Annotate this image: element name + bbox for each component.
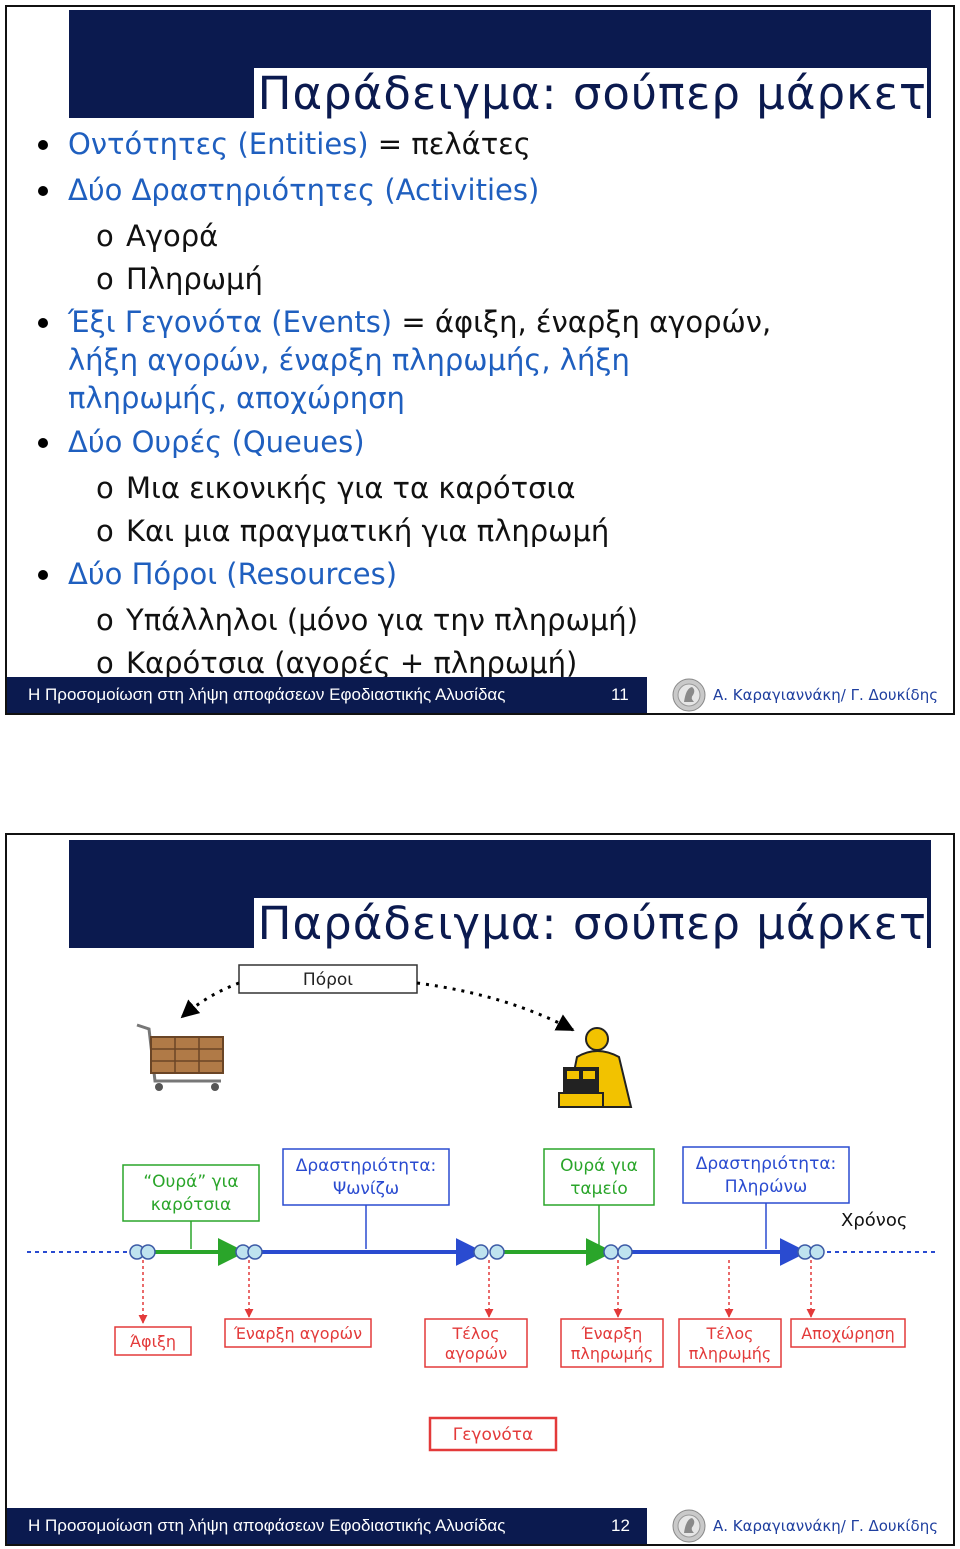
bullet-events: Έξι Γεγονότα (Events) = άφιξη, έναρξη αγ…: [7, 303, 947, 417]
bullet-continuation: πληρωμής, αποχώρηση: [68, 381, 405, 415]
sub-bullet-payment: o Πληρωμή: [7, 260, 947, 298]
event-end-payment-box: Τέλος πληρωμής: [678, 1318, 782, 1368]
bullet-entities: Οντότητες (Entities) = πελάτες: [7, 125, 947, 163]
page-number: 12: [611, 1516, 630, 1535]
slide-title: Παράδειγμα: σούπερ μάρκετ: [253, 898, 927, 950]
queue-cashier-label-2: ταμείο: [570, 1179, 628, 1199]
time-label: Χρόνος: [841, 1210, 907, 1231]
sub-bullet-text: Υπάλληλοι (μόνο για την πληρωμή): [126, 603, 639, 637]
bullet-dot: [38, 186, 48, 196]
bullet-text: Έξι Γεγονότα (Events): [68, 305, 393, 339]
sub-bullet-marker: o: [96, 646, 114, 680]
activity-shop-label-1: Δραστηριότητα:: [296, 1156, 437, 1176]
resource-arrow-cashier: [416, 981, 575, 1032]
bullet-dot: [38, 140, 48, 150]
bullet-list: Οντότητες (Entities) = πελάτες Δύο Δραστ…: [7, 125, 947, 687]
title-bar: Παράδειγμα: σούπερ μάρκετ: [69, 840, 931, 950]
sub-bullet-text: Και μια πραγματική για πληρωμή: [126, 514, 610, 548]
bullet-activities: Δύο Δραστηριότητες (Activities): [7, 171, 947, 209]
event-start-shopping-label: Έναρξη αγορών: [233, 1324, 362, 1343]
event-end-payment-label-1: Τέλος: [705, 1324, 753, 1343]
timeline: [27, 1245, 937, 1259]
footer-course-title: Η Προσομοίωση στη λήψη αποφάσεων Εφοδιασ…: [28, 685, 506, 704]
sub-bullet-text: Αγορά: [126, 219, 219, 253]
activity-shop-box: Δραστηριότητα: Ψωνίζω: [282, 1148, 450, 1206]
title-bar: Παράδειγμα: σούπερ μάρκετ: [69, 10, 931, 120]
event-start-shopping-box: Έναρξη αγορών: [224, 1318, 372, 1348]
queue-cart-box: “Ουρά” για καρότσια: [122, 1164, 260, 1222]
supermarket-diagram: Πόροι “Ουρά” για καρ: [27, 964, 937, 1452]
bullet-dot: [38, 318, 48, 328]
sub-bullet-real-queue: o Και μια πραγματική για πληρωμή: [7, 512, 947, 550]
queue-cashier-box: Ουρά για ταμείο: [543, 1148, 655, 1206]
event-end-shopping-label-2: αγορών: [445, 1344, 507, 1363]
event-start-payment-box: Έναρξη πληρωμής: [560, 1318, 664, 1368]
bullet-dot: [38, 438, 48, 448]
event-arrival-box: Άφιξη: [114, 1326, 192, 1356]
bullet-dot: [38, 570, 48, 580]
queue-cart-label-1: “Ουρά” για: [143, 1172, 238, 1192]
sub-bullet-marker: o: [96, 262, 114, 296]
resource-arrow-cart: [180, 981, 240, 1019]
event-start-payment-label-2: πληρωμής: [571, 1344, 654, 1363]
logo-icon: [672, 678, 706, 712]
events-legend-label: Γεγονότα: [453, 1425, 533, 1445]
sub-bullet-purchase: o Αγορά: [7, 217, 947, 255]
bullet-text: Δύο Ουρές (Queues): [68, 425, 365, 459]
footer-bar: Η Προσομοίωση στη λήψη αποφάσεων Εφοδιασ…: [7, 1508, 647, 1544]
event-end-shopping-box: Τέλος αγορών: [424, 1318, 528, 1368]
bullet-text: Οντότητες (Entities): [68, 127, 369, 161]
cashier-icon: [558, 1027, 633, 1108]
bullet-tail: = πελάτες: [368, 127, 531, 161]
sub-bullet-text: Μια εικονικής για τα καρότσια: [126, 471, 576, 505]
footer-bar: Η Προσομοίωση στη λήψη αποφάσεων Εφοδιασ…: [7, 677, 647, 713]
logo-icon: [672, 1509, 706, 1543]
sub-bullet-text: Καρότσια (αγορές + πληρωμή): [126, 646, 578, 680]
bullet-text: Δύο Πόροι (Resources): [68, 557, 398, 591]
sub-bullet-carts: o Καρότσια (αγορές + πληρωμή): [7, 644, 947, 682]
slide-footer: Η Προσομοίωση στη λήψη αποφάσεων Εφοδιασ…: [7, 677, 953, 713]
sub-bullet-marker: o: [96, 219, 114, 253]
bullet-continuation: λήξη αγορών, έναρξη πληρωμής, λήξη: [68, 343, 630, 377]
activity-pay-label-1: Δραστηριότητα:: [696, 1154, 837, 1174]
shopping-cart-icon: [136, 1023, 224, 1091]
footer-course-title: Η Προσομοίωση στη λήψη αποφάσεων Εφοδιασ…: [28, 1516, 506, 1535]
event-start-payment-label-1: Έναρξη: [581, 1324, 643, 1343]
slide-11: Παράδειγμα: σούπερ μάρκετ Οντότητες (Ent…: [5, 5, 955, 715]
sub-bullet-marker: o: [96, 471, 114, 505]
activity-pay-box: Δραστηριότητα: Πληρώνω: [682, 1146, 850, 1204]
sub-bullet-employees: o Υπάλληλοι (μόνο για την πληρωμή): [7, 601, 947, 639]
bullet-text: Δύο Δραστηριότητες (Activities): [68, 173, 540, 207]
slide-title: Παράδειγμα: σούπερ μάρκετ: [253, 68, 927, 120]
event-departure-label: Αποχώρηση: [801, 1324, 895, 1343]
sub-bullet-marker: o: [96, 514, 114, 548]
sub-bullet-marker: o: [96, 603, 114, 637]
bullet-resources: Δύο Πόροι (Resources): [7, 555, 947, 593]
slide-footer: Η Προσομοίωση στη λήψη αποφάσεων Εφοδιασ…: [7, 1508, 953, 1544]
resources-label: Πόροι: [303, 970, 353, 990]
slide-12: Παράδειγμα: σούπερ μάρκετ Πόροι: [5, 833, 955, 1546]
queue-cart-label-2: καρότσια: [151, 1195, 231, 1215]
event-end-shopping-label-1: Τέλος: [451, 1324, 499, 1343]
queue-cashier-label-1: Ουρά για: [560, 1156, 638, 1176]
event-end-payment-label-2: πληρωμής: [689, 1344, 772, 1363]
author-credit: Α. Καραγιαννάκη/ Γ. Δουκίδης: [713, 1517, 938, 1535]
page-number: 11: [611, 685, 629, 704]
activity-shop-label-2: Ψωνίζω: [333, 1179, 399, 1199]
sub-bullet-text: Πληρωμή: [126, 262, 263, 296]
bullet-queues: Δύο Ουρές (Queues): [7, 423, 947, 461]
activity-pay-label-2: Πληρώνω: [725, 1177, 807, 1197]
bullet-tail: = άφιξη, έναρξη αγορών,: [392, 305, 772, 339]
author-credit: Α. Καραγιαννάκη/ Γ. Δουκίδης: [713, 686, 938, 704]
event-arrival-label: Άφιξη: [130, 1332, 176, 1351]
event-departure-box: Αποχώρηση: [790, 1318, 906, 1348]
resources-box: Πόροι: [238, 964, 418, 994]
events-legend-box: Γεγονότα: [428, 1416, 558, 1452]
sub-bullet-virtual-queue: o Μια εικονικής για τα καρότσια: [7, 469, 947, 507]
